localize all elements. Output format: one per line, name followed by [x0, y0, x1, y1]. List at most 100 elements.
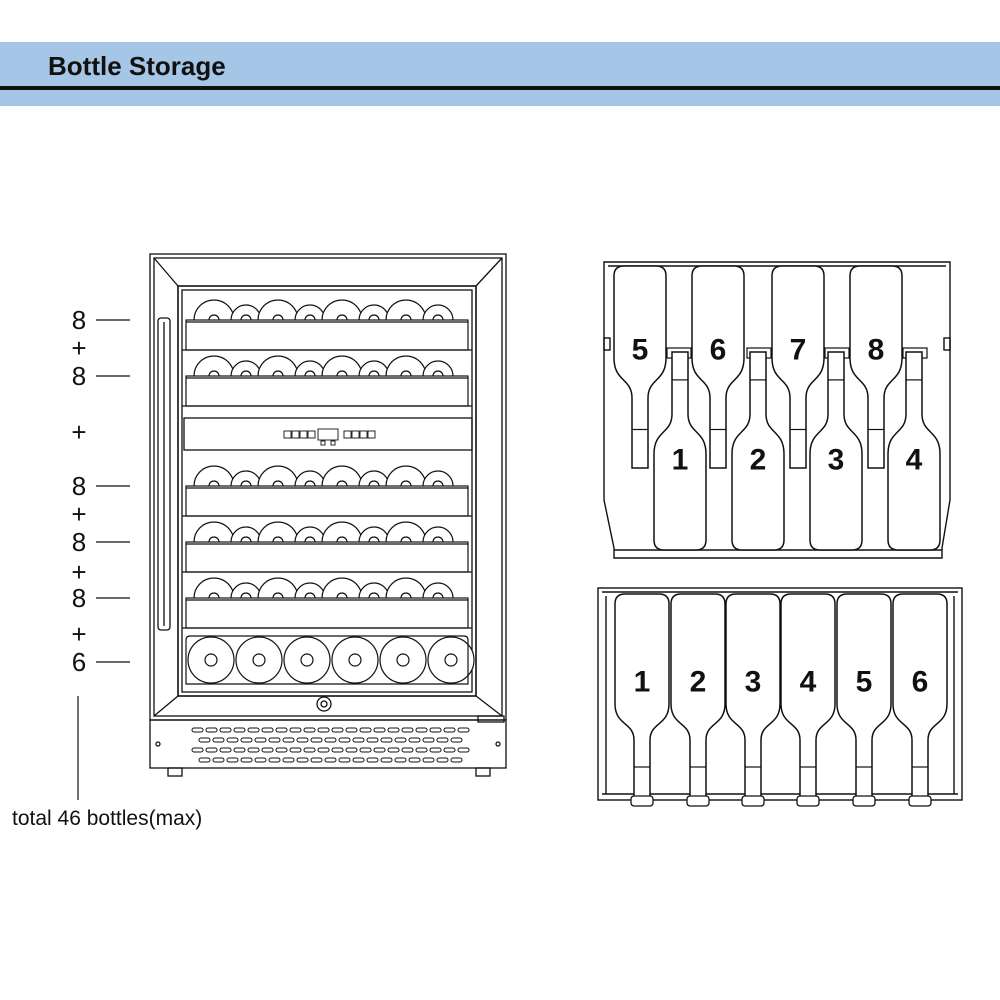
bottle-cap — [852, 795, 876, 807]
bottle-outline — [836, 593, 892, 801]
vent-slot — [268, 737, 281, 743]
bottle-bottom — [385, 299, 427, 321]
bottle-punt — [240, 592, 252, 599]
vent-slot — [296, 737, 309, 743]
vent-slot — [198, 737, 211, 743]
vent-slot — [317, 747, 330, 753]
vent-slot — [275, 727, 288, 733]
vent-slot — [324, 737, 337, 743]
bottle-bottom — [294, 526, 326, 543]
vent-slot — [345, 727, 358, 733]
bottle-punt — [208, 536, 220, 543]
fridge-shelf — [182, 299, 472, 351]
bottle-bottom — [230, 470, 262, 487]
bottle-bottom — [230, 304, 262, 321]
vent-slot — [387, 747, 400, 753]
vent-slot — [310, 757, 323, 763]
bottle-punt — [304, 480, 316, 487]
bottle-bottom-5: 5 — [836, 593, 892, 807]
bottle-number: 7 — [790, 334, 807, 367]
bottle-front-4: 4 — [887, 351, 941, 551]
bottle-bottom — [422, 304, 454, 321]
bottle-number: 1 — [634, 666, 651, 699]
vent-slot — [366, 757, 379, 763]
vent-slot — [226, 737, 239, 743]
bottle-bottom — [230, 582, 262, 599]
shelf-count-2: 8 — [71, 361, 87, 391]
vent-slot — [450, 757, 463, 763]
vent-slot — [422, 737, 435, 743]
vent-slot — [282, 757, 295, 763]
vent-slot — [352, 757, 365, 763]
bottle-cap — [630, 795, 654, 807]
vent-slot — [233, 727, 246, 733]
bottle-bottom — [385, 577, 427, 599]
panel-button — [343, 430, 352, 439]
bottle-punt — [368, 592, 380, 599]
fridge-shelf — [182, 355, 472, 407]
bottle-bottom — [257, 521, 299, 543]
bottle-punt — [368, 536, 380, 543]
bottle-bottom — [385, 521, 427, 543]
vent-slot — [352, 737, 365, 743]
vent-slot — [289, 727, 302, 733]
bottle-bottom — [193, 577, 235, 599]
bottle-bottom — [294, 304, 326, 321]
bottle-outline — [670, 593, 726, 801]
bottle-outline — [653, 351, 707, 551]
bottle-number: 8 — [868, 334, 885, 367]
vent-slot — [436, 737, 449, 743]
bottle-number: 6 — [710, 334, 727, 367]
bottle-punt — [432, 480, 444, 487]
shelf-count-6: 6 — [71, 647, 87, 677]
bottle-back-6: 6 — [691, 265, 745, 469]
bottle-cap — [796, 795, 820, 807]
bottle-bottom-6: 6 — [892, 593, 948, 807]
bottle-number: 4 — [800, 666, 817, 699]
bottle-punt — [208, 370, 220, 377]
vent-slot — [212, 757, 225, 763]
bottle-end — [283, 636, 331, 684]
bottle-punt — [336, 370, 348, 377]
plus-sign-middle: + — [71, 417, 87, 447]
bottle-punt — [336, 314, 348, 321]
bottle-outline — [614, 593, 670, 801]
bottle-front-2: 2 — [731, 351, 785, 551]
bottle-bottom — [294, 360, 326, 377]
bottle-cap — [686, 795, 710, 807]
bottle-punt — [272, 480, 284, 487]
bottle-front-1: 1 — [653, 351, 707, 551]
bottle-punt — [304, 370, 316, 377]
panel-button — [367, 430, 376, 439]
bottle-punt — [208, 314, 220, 321]
bottle-punt — [208, 480, 220, 487]
bottle-outline — [892, 593, 948, 801]
bottle-punt — [400, 592, 412, 599]
vent-slot — [219, 727, 232, 733]
bottle-punt — [432, 536, 444, 543]
vent-slot — [268, 757, 281, 763]
bottle-bottom — [193, 355, 235, 377]
panel-button — [307, 430, 316, 439]
bottle-back-7: 7 — [771, 265, 825, 469]
vent-slot — [254, 757, 267, 763]
bottle-bottom — [193, 465, 235, 487]
bottle-bottom — [422, 582, 454, 599]
bottle-end — [187, 636, 235, 684]
bottle-bottom — [193, 299, 235, 321]
bottle-punt — [208, 592, 220, 599]
bottle-back-5: 5 — [613, 265, 667, 469]
shelf-count-5: 8 — [71, 583, 87, 613]
bottle-punt — [272, 370, 284, 377]
bottle-punt — [336, 536, 348, 543]
vent-slot — [240, 757, 253, 763]
bottle-number: 1 — [672, 444, 689, 477]
bottle-punt — [400, 536, 412, 543]
bottle-outline — [771, 265, 825, 469]
panel-led — [320, 440, 326, 446]
bottle-bottom — [321, 521, 363, 543]
bottle-end — [379, 636, 427, 684]
vent-slot — [422, 757, 435, 763]
